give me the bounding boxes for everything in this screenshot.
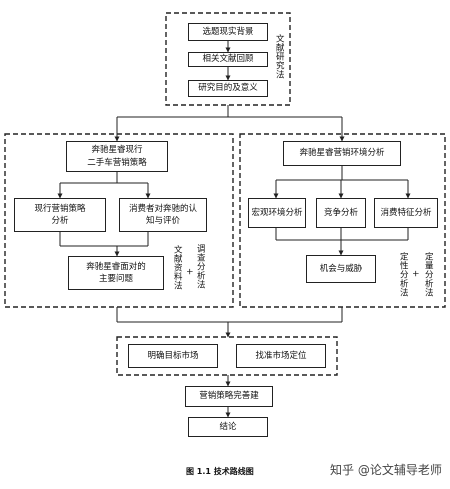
macro-env-box: 宏观环境分析 <box>248 198 306 228</box>
background-box: 选题现实背景 <box>188 23 268 41</box>
conclusion-box: 结论 <box>188 417 268 437</box>
main-problems-box: 奔驰星睿面对的 主要问题 <box>68 256 164 290</box>
qualitative-label: 定性分析法 <box>398 252 409 297</box>
literature-data-label: 文献资料法 <box>172 245 183 290</box>
market-group-frame <box>116 336 338 376</box>
current-strategy-box: 奔驰星睿现行 二手车营销策略 <box>66 141 168 172</box>
literature-review-box: 相关文献回顾 <box>188 52 268 67</box>
target-market-box: 明确目标市场 <box>128 344 218 368</box>
literature-group-frame <box>165 12 291 106</box>
strategy-analysis-box: 现行营销策略 分析 <box>14 198 106 232</box>
competition-box: 竞争分析 <box>316 198 366 228</box>
positioning-box: 找准市场定位 <box>236 344 326 368</box>
survey-label: 调查分析法 <box>195 244 206 289</box>
consumer-evaluation-box: 消费者对奔驰的认 知与评价 <box>119 198 207 232</box>
left-analysis-frame <box>4 133 234 308</box>
objective-box: 研究目的及意义 <box>188 80 268 97</box>
opportunity-threat-box: 机会与威胁 <box>306 255 376 283</box>
consumer-features-box: 消费特征分析 <box>374 198 438 228</box>
env-analysis-box: 奔驰星睿营销环境分析 <box>283 141 401 166</box>
plus-left-label: + <box>184 268 195 276</box>
quantitative-label: 定量分析法 <box>423 252 434 297</box>
literature-research-label: 文献研究法 <box>274 34 285 79</box>
plus-right-label: + <box>410 270 421 278</box>
watermark: 知乎 @论文辅导老师 <box>330 463 442 477</box>
strategy-improvement-box: 营销策略完善建 <box>185 386 273 407</box>
figure-caption: 图 1.1 技术路线图 <box>186 467 254 476</box>
